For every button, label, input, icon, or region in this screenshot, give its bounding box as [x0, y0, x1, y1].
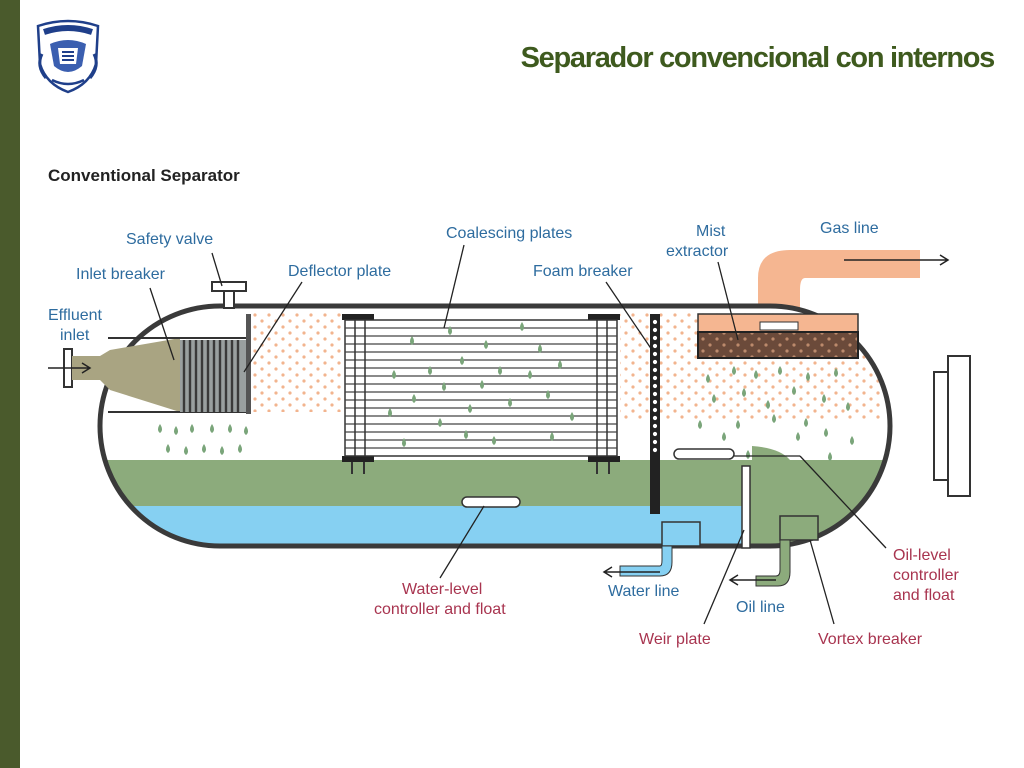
gas-line-label: Gas line	[820, 220, 879, 237]
coalescing-plates-label: Coalescing plates	[446, 225, 572, 242]
left-accent-bar	[0, 0, 20, 768]
vortex-breaker-label: Vortex breaker	[818, 631, 923, 648]
oil-level-controller-label-line2: controller	[893, 567, 959, 584]
oil-level-controller-label-line3: and float	[893, 587, 955, 604]
gas-droplet-zone	[250, 312, 350, 412]
water-level-controller-label-line2: controller and float	[374, 601, 506, 618]
weir-plate	[741, 465, 751, 549]
water-line-arrow	[602, 566, 660, 578]
safety-valve-label: Safety valve	[126, 231, 213, 248]
water-line-pipe	[619, 521, 701, 577]
end-flange	[933, 371, 949, 481]
gas-line-pipe	[758, 250, 920, 320]
effluent-inlet-label-line2: inlet	[60, 327, 90, 344]
oil-line-pipe	[755, 515, 819, 587]
deflector-plate-label: Deflector plate	[288, 263, 391, 280]
slide-title: Separador convencional con internos	[520, 42, 996, 74]
inlet-pipe	[72, 338, 180, 412]
mist-extractor-label-line1: Mist	[696, 223, 726, 240]
oil-line-label: Oil line	[736, 599, 785, 616]
oil-level-controller-label-line1: Oil-level	[893, 547, 951, 564]
vessel-shell	[97, 303, 893, 549]
water-level-controller-label-line1: Water-level	[402, 581, 482, 598]
effluent-inlet-label-line1: Effluent	[48, 307, 103, 324]
end-flange-outer	[947, 355, 971, 497]
inlet-breaker-label: Inlet breaker	[76, 266, 166, 283]
water-level-float	[461, 496, 521, 508]
gas-line-arrow	[844, 254, 950, 266]
university-crest-logo	[36, 19, 100, 94]
mist-extractor-label-line2: extractor	[666, 243, 729, 260]
foam-breaker	[650, 314, 660, 514]
foam-breaker-label: Foam breaker	[533, 263, 633, 280]
oil-level-float	[673, 448, 735, 460]
diagram-title: Conventional Separator	[48, 166, 240, 185]
oil-line-arrow	[728, 574, 776, 586]
liquid-droplets	[158, 322, 854, 461]
inlet-breaker	[180, 340, 246, 412]
coalescing-plates	[342, 314, 620, 474]
weir-plate-label: Weir plate	[639, 631, 711, 648]
mist-extractor	[697, 313, 859, 359]
water-layer	[100, 506, 748, 546]
safety-valve	[211, 281, 247, 309]
water-line-label: Water line	[608, 583, 680, 600]
inlet-arrow	[48, 362, 92, 374]
